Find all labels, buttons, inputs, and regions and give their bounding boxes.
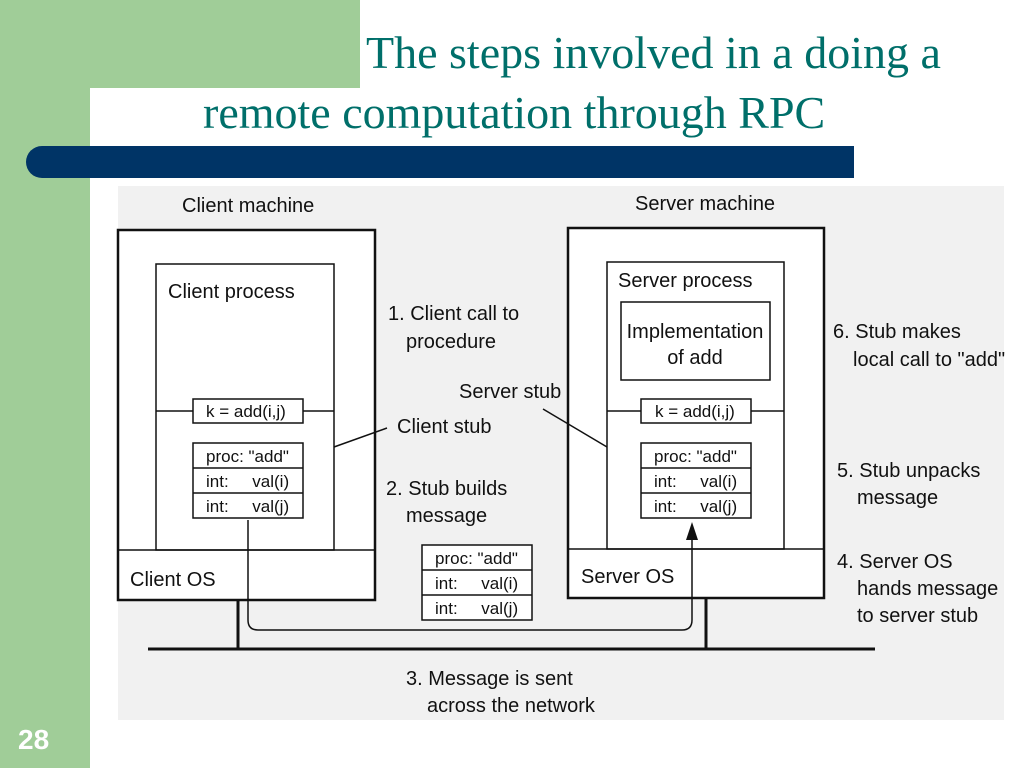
step-5-line-2: message [857, 487, 938, 509]
client-message-box [192, 442, 304, 519]
step-3-line-1: 3. Message is sent [406, 668, 573, 690]
slide-title-line-2: remote computation through RPC [203, 87, 826, 138]
client-call-text: k = add(i,j) [206, 402, 286, 421]
server-process-label: Server process [618, 270, 753, 292]
server-message-row: int: val(i) [654, 472, 737, 491]
client-stub-pointer [333, 427, 388, 448]
client-message-row: int: val(i) [206, 472, 289, 491]
message-path-arrowhead [686, 522, 698, 540]
title-band [360, 0, 1024, 88]
server-message-box [640, 442, 752, 519]
client-stub-label: Client stub [397, 416, 492, 438]
step-3-line-2: across the network [427, 695, 596, 717]
client-message-row: int: val(j) [206, 497, 289, 516]
green-top-panel [0, 0, 360, 88]
step-4-line-2: hands message [857, 578, 998, 600]
step-1-line-2: procedure [406, 331, 496, 353]
server-machine-label: Server machine [635, 193, 775, 215]
slide-title-line-1: The steps involved in a doing a [366, 27, 941, 78]
client-message-row: proc: "add" [206, 447, 289, 466]
client-call-box [192, 398, 304, 424]
step-2-line-2: message [406, 505, 487, 527]
client-machine-label: Client machine [182, 195, 314, 217]
step-4-line-1: 4. Server OS [837, 551, 953, 573]
step-4-line-3: to server stub [857, 605, 978, 627]
step-1-line-1: 1. Client call to [388, 303, 519, 325]
implementation-box [620, 301, 771, 381]
client-process-label: Client process [168, 281, 295, 303]
step-6-line-1: 6. Stub makes [833, 321, 961, 343]
server-stub-label: Server stub [459, 381, 561, 403]
server-stub-pointer [542, 408, 608, 448]
server-message-row: proc: "add" [654, 447, 737, 466]
implementation-label-line-2: of add [667, 347, 723, 369]
transit-message-row: int: val(i) [435, 574, 518, 593]
title-underline-bar [26, 146, 854, 178]
transit-message-row: proc: "add" [435, 549, 518, 568]
client-os-label: Client OS [130, 569, 216, 591]
server-call-text: k = add(i,j) [655, 402, 735, 421]
green-side-panel [0, 0, 90, 768]
server-message-row: int: val(j) [654, 497, 737, 516]
message-path [247, 520, 693, 631]
transit-message-box [421, 544, 533, 621]
server-os-label: Server OS [581, 566, 674, 588]
step-5-line-1: 5. Stub unpacks [837, 460, 980, 482]
step-6-line-2: local call to "add" [853, 349, 1005, 371]
step-2-line-1: 2. Stub builds [386, 478, 507, 500]
page-number: 28 [18, 724, 50, 755]
transit-message-row: int: val(j) [435, 599, 518, 618]
server-call-box [640, 398, 752, 424]
implementation-label-line-1: Implementation [627, 321, 764, 343]
